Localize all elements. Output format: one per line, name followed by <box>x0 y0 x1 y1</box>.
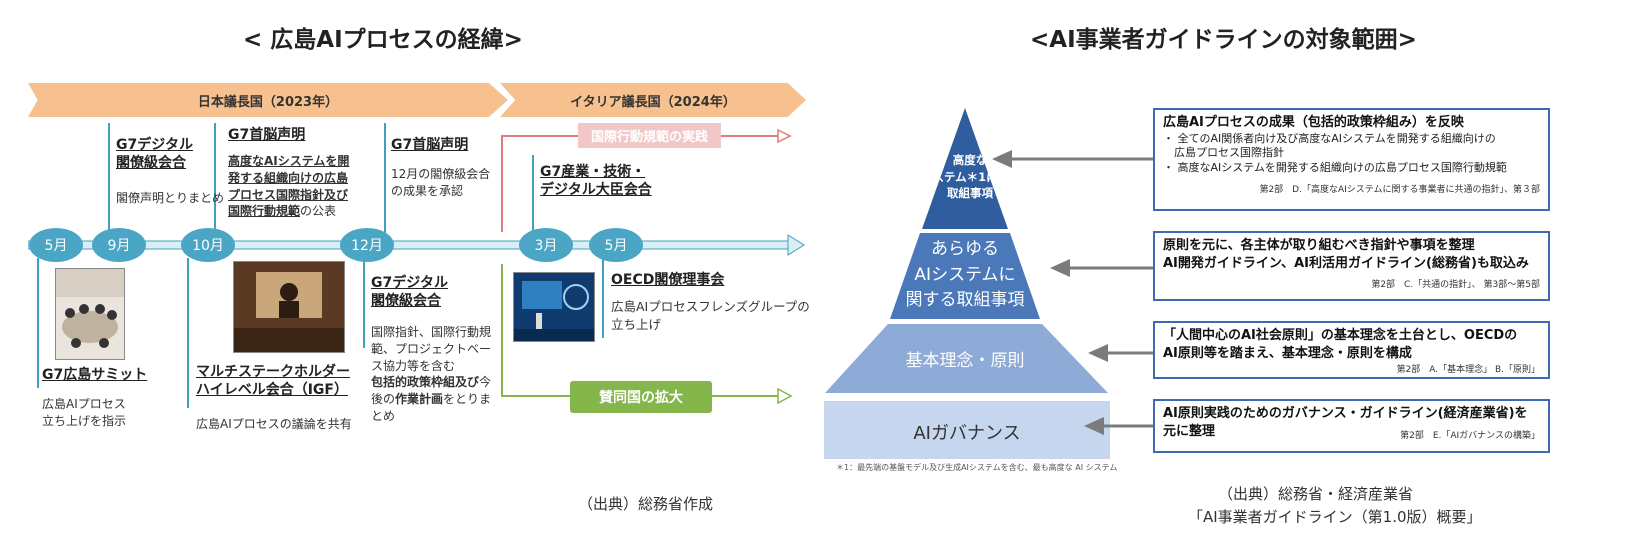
digital-dec-desc-1: 国際指針、国際行動規範、プロジェクトベース協力等を含む <box>371 325 492 373</box>
box-governance: AI原則実践のためのガバナンス・ガイドライン(経済産業省)を 元に整理 第2部 … <box>1153 399 1550 453</box>
box-advanced-bullet-1: ・ 全てのAI関係者向け及び高度なAIシステムを開発する組織向けの 広島プロセス… <box>1163 131 1496 160</box>
footnote: ＊1：最先端の基盤モデル及び生成AIシステムを含む、最も高度な AI システム <box>836 463 1118 472</box>
right-source-1: （出典）総務省・経済産業省 <box>1218 485 1414 503</box>
month-dec-2023: 12月 <box>340 228 394 262</box>
connector-dec-up <box>384 123 386 235</box>
box-governance-head: AI原則実践のためのガバナンス・ガイドライン(経済産業省)を 元に整理 <box>1163 406 1528 439</box>
tier-all-systems-label: あらゆる AIシステムに 関する取組事項 <box>905 239 1025 310</box>
tier-principles-label: 基本理念・原則 <box>905 351 1025 371</box>
event-g7-digital-sep-title: G7デジタル 閣僚級会合 <box>116 137 193 172</box>
event-g7-digital-dec-desc: 国際指針、国際行動規範、プロジェクトベース協力等を含む包括的政策枠組及び今後の作… <box>371 324 499 425</box>
event-industry-title: G7産業・技術・ デジタル大臣会合 <box>540 164 652 199</box>
connector-sep <box>108 123 110 235</box>
month-oct-2023: 10月 <box>181 228 235 262</box>
connector-may24 <box>602 258 604 338</box>
left-title: < 広島AIプロセスの経緯> <box>243 27 523 53</box>
event-g7-digital-sep-desc: 閣僚声明とりまとめ <box>116 191 225 205</box>
event-oecd-desc: 広島AIプロセスフレンズグループの 立ち上げ <box>611 299 810 332</box>
guideline-pyramid <box>824 108 1110 459</box>
japan-presidency-label: 日本議長国（2023年） <box>197 94 339 110</box>
event-leaders-dec-title: G7首脳声明 <box>391 137 469 153</box>
event-leaders-oct-desc: 高度なAIシステムを開発する組織向けの広島プロセス国際指針及び国際行動規範の公表 <box>228 153 355 220</box>
month-sep-2023: 9月 <box>92 228 146 262</box>
box-principles-head: 「人間中心のAI社会原則」の基本理念を土台とし、OECDの AI原則等を踏まえ、… <box>1163 328 1518 361</box>
leaders-oct-desc-main: 高度なAIシステムを開発する組織向けの広島プロセス国際指針及び国際行動規範 <box>228 154 350 219</box>
connector-may <box>37 258 39 388</box>
tier-governance-label: AIガバナンス <box>913 423 1021 444</box>
month-may-2023: 5月 <box>29 228 83 262</box>
japan-presidency-band: 日本議長国（2023年） <box>28 83 508 117</box>
event-leaders-oct-title: G7首脳声明 <box>228 127 306 143</box>
box-advanced: 広島AIプロセスの成果（包括的政策枠組み）を反映 ・ 全てのAI関係者向け及び高… <box>1153 108 1550 211</box>
box-all-systems-ref: 第2部 C.「共通の指針」、 第3部～第5部 <box>1371 280 1540 291</box>
tier-advanced-label: 高度な AIシステム＊1に関する 取組事項 <box>907 153 1033 201</box>
connector-mar <box>532 155 534 235</box>
italy-presidency-label: イタリア議長国（2024年） <box>570 94 736 110</box>
event-summit-title: G7広島サミット <box>42 367 148 383</box>
connector-oct-down <box>187 258 189 408</box>
right-source-2: 「AI事業者ガイドライン（第1.0版）概要」 <box>1188 508 1482 526</box>
italy-presidency-band: イタリア議長国（2024年） <box>500 83 806 117</box>
digital-dec-desc-4: 作業計画 <box>395 392 444 407</box>
digital-dec-desc-2: 包括的政策枠組及び <box>371 375 480 390</box>
event-oecd-title: OECD閣僚理事会 <box>611 272 725 288</box>
timeline-arrow <box>28 234 805 256</box>
leaders-oct-desc-tail: の公表 <box>300 204 337 219</box>
igf-photo <box>233 261 345 353</box>
month-mar-2024: 3月 <box>519 228 573 262</box>
pyramid-tier-advanced <box>922 108 1008 229</box>
event-leaders-dec-desc: 12月の閣僚級会合 の成果を承認 <box>391 167 491 198</box>
box-all-systems-head: 原則を元に、各主体が取り組むべき指針や事項を整理 AI開発ガイドライン、AI利活… <box>1163 238 1529 271</box>
pyramid-tier-governance <box>824 401 1110 459</box>
box-principles-ref: 第2部 A.「基本理念」 B.「原則」 <box>1396 365 1540 376</box>
digital-dec-desc-3: 今後の <box>371 375 492 407</box>
box-advanced-head: 広島AIプロセスの成果（包括的政策枠組み）を反映 <box>1163 115 1464 130</box>
event-igf-title: マルチステークホルダー ハイレベル会合（IGF） <box>196 364 350 399</box>
left-source: （出典）総務省作成 <box>578 495 714 513</box>
practice-tag-label: 国際行動規範の実践 <box>590 130 708 145</box>
connector-oct-up <box>214 123 216 235</box>
event-summit-desc: 広島AIプロセス 立ち上げを指示 <box>42 397 127 428</box>
box-arrows <box>992 150 1155 435</box>
event-g7-digital-dec-title: G7デジタル 閣僚級会合 <box>371 275 448 310</box>
expansion-tag-label: 賛同国の拡大 <box>599 390 683 406</box>
box-advanced-ref: 第2部 D.「高度なAIシステムに関する事業者に共通の指針」、第３部 <box>1259 185 1540 196</box>
event-igf-desc: 広島AIプロセスの議論を共有 <box>196 417 352 431</box>
oecd-photo <box>513 272 595 342</box>
box-principles: 「人間中心のAI社会原則」の基本理念を土台とし、OECDの AI原則等を踏まえ、… <box>1153 321 1550 379</box>
practice-tag: 国際行動規範の実践 <box>578 123 721 148</box>
pyramid-tier-principles <box>825 324 1108 393</box>
box-advanced-bullet-2: ・ 高度なAIシステムを開発する組織向けの広島プロセス国際行動規範 <box>1163 161 1507 175</box>
box-governance-ref: 第2部 E.「AIガバナンスの構築」 <box>1400 431 1540 442</box>
connector-dec-down <box>363 258 365 348</box>
digital-dec-desc-5: をとりまとめ <box>371 392 492 423</box>
pyramid-tier-all-systems <box>890 233 1040 319</box>
expansion-tag: 賛同国の拡大 <box>570 381 712 413</box>
box-all-systems: 原則を元に、各主体が取り組むべき指針や事項を整理 AI開発ガイドライン、AI利活… <box>1153 231 1550 301</box>
month-may-2024: 5月 <box>589 228 643 262</box>
summit-photo <box>55 268 125 360</box>
right-title: <AI事業者ガイドラインの対象範囲> <box>1030 27 1417 53</box>
